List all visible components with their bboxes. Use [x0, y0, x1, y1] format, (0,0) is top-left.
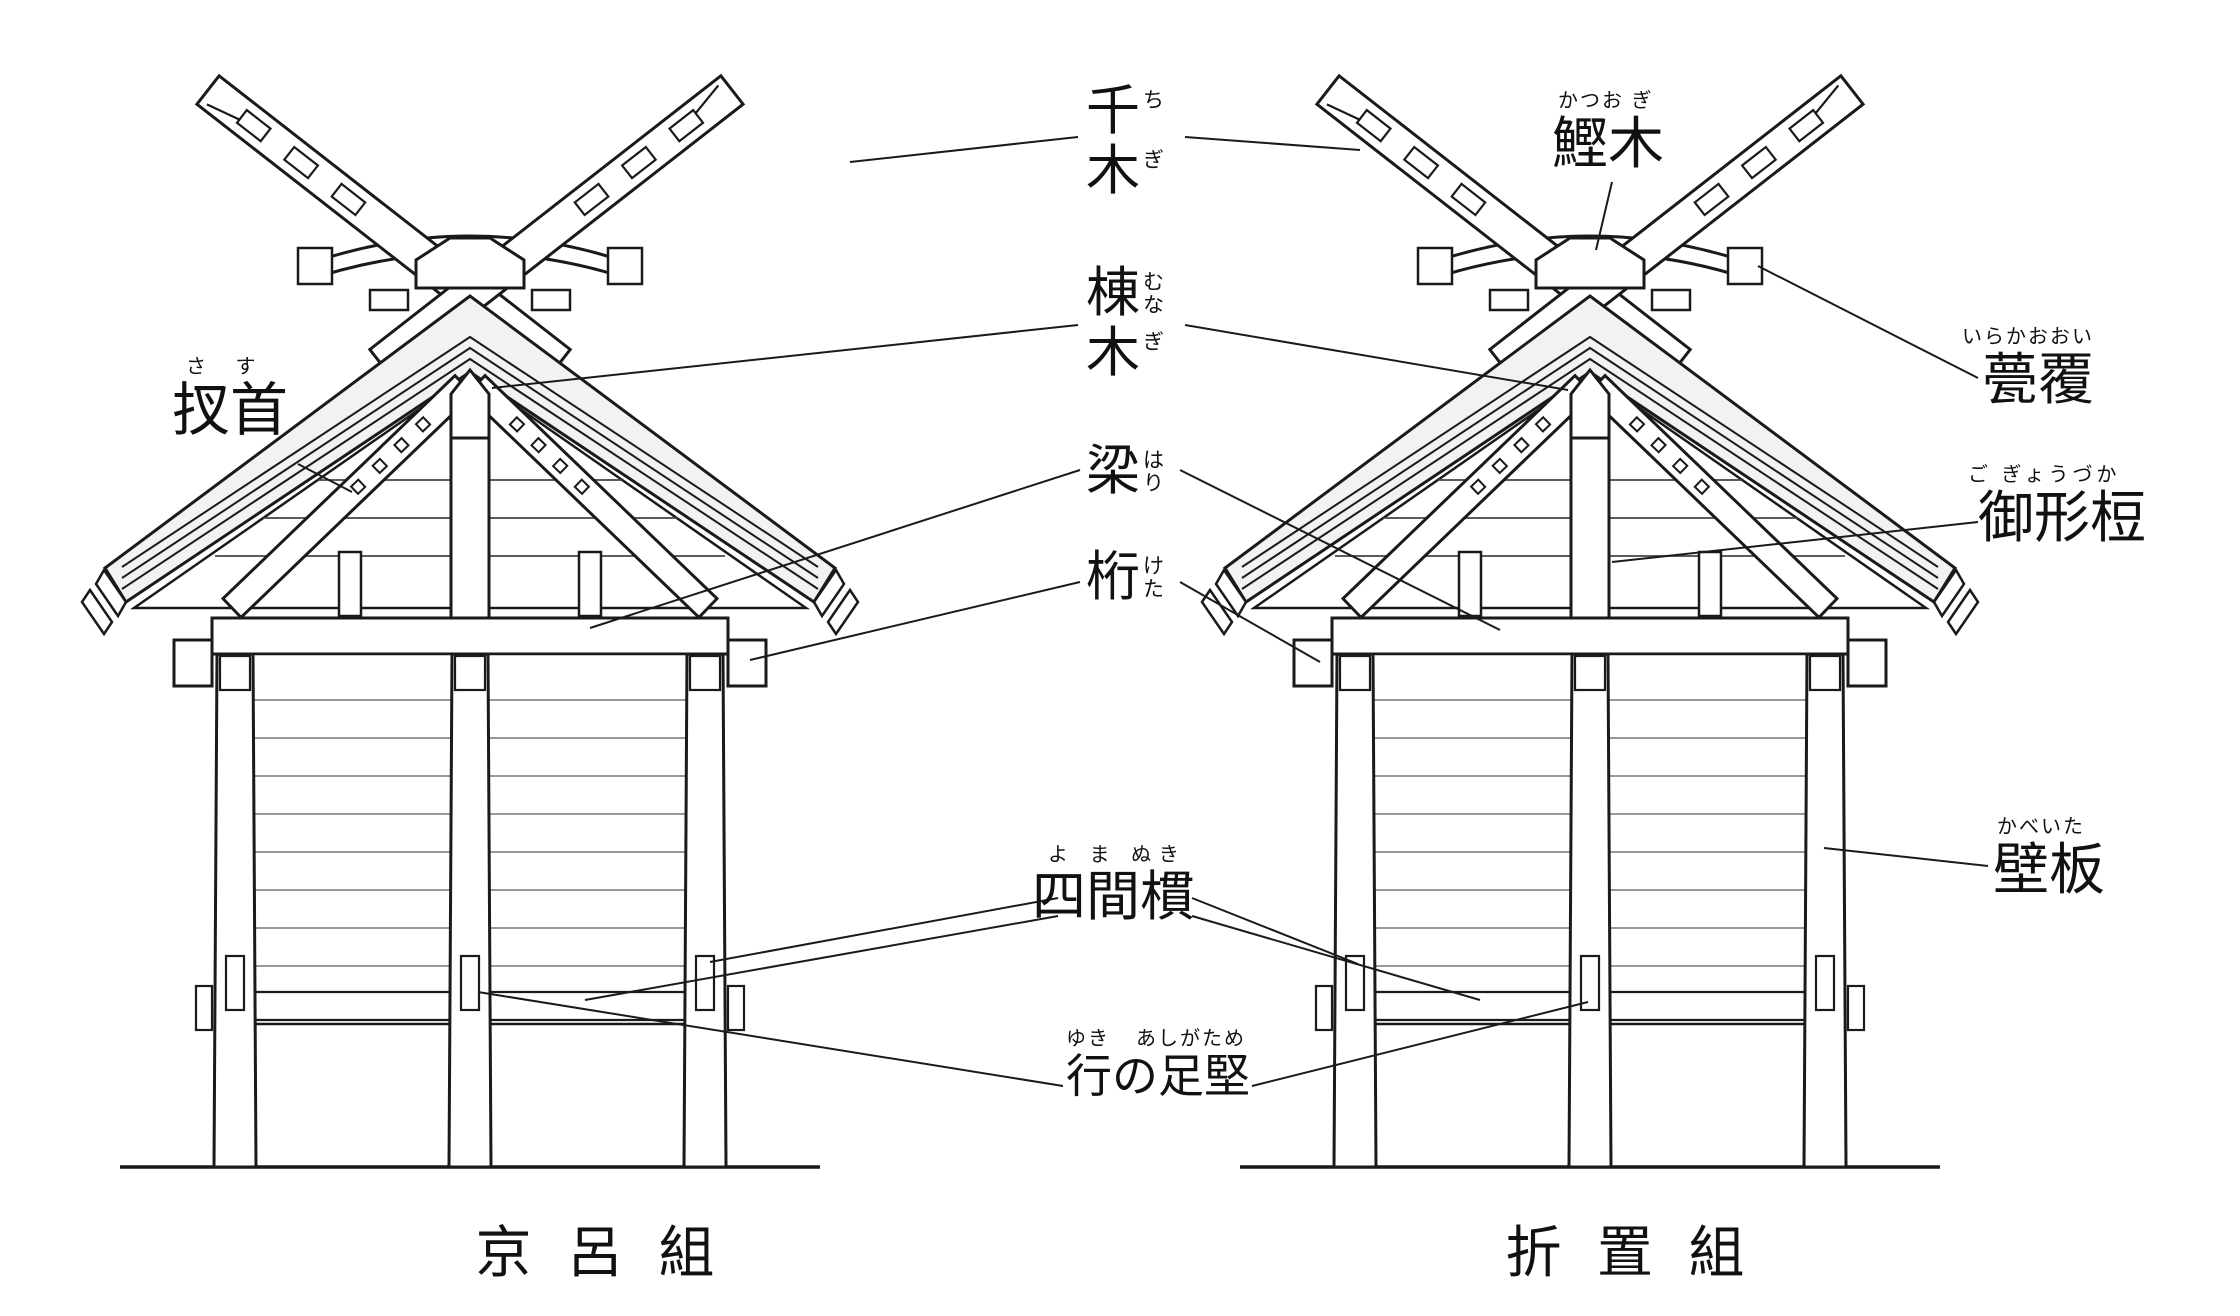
leader-line [1611, 521, 1979, 563]
leader-line [1191, 915, 1481, 1001]
label-ashigatame-furigana: あしがため [1136, 1028, 1246, 1050]
label-munagi: 棟むな 木ぎ [1086, 266, 1166, 380]
label-katsuogi-kanji: 鰹木 [1552, 112, 1664, 175]
label-irakaooi-kanji: 甍覆 [1982, 348, 2094, 411]
label-keta-kanji: 桁 [1086, 547, 1140, 607]
orikigumi-drawing [1200, 73, 1980, 1169]
label-keta-furigana: けた [1143, 555, 1164, 602]
label-yomanuki-furigana: よ ま ぬき [1048, 844, 1187, 866]
label-munagi-furigana-2: ぎ [1143, 331, 1164, 354]
label-hari-furigana: はり [1143, 449, 1164, 496]
label-gogyozuka-furigana: ご ぎょうづか [1968, 464, 2121, 486]
label-yuki-furigana: ゆき [1066, 1028, 1110, 1050]
label-kabeita-furigana: かべいた [1997, 816, 2085, 838]
label-sasu-kanji: 扠首 [172, 378, 289, 443]
leader-line [491, 324, 1079, 389]
leader-line [584, 915, 1059, 1001]
label-yuki-no-ashigatame-kanji: 行の足堅 [1066, 1050, 1250, 1102]
label-hari: 梁はり [1086, 444, 1166, 498]
label-chigi-furigana-1: ち [1143, 89, 1164, 112]
label-katsuogi: かつお ぎ 鰹木 [1552, 90, 1664, 176]
label-chigi-kanji-1: 千 [1086, 81, 1140, 141]
label-chigi-furigana-2: ぎ [1143, 149, 1164, 172]
leader-lines [297, 136, 1989, 1087]
leader-line [1179, 581, 1321, 663]
label-katsuogi-furigana: かつお ぎ [1558, 90, 1654, 112]
leader-line [1191, 897, 1359, 965]
leader-line [1595, 181, 1613, 251]
label-keta: 桁けた [1086, 550, 1166, 604]
leader-line [1184, 324, 1569, 391]
label-yuki-no-ashigatame: ゆき あしがため 行の足堅 [1066, 1028, 1250, 1103]
leader-line [1823, 847, 1989, 867]
label-munagi-kanji-1: 棟 [1086, 263, 1140, 323]
leader-line [1757, 265, 1979, 379]
leader-line [749, 581, 1081, 661]
leader-line [1179, 469, 1501, 631]
label-hari-kanji: 梁 [1086, 441, 1140, 501]
label-yomanuki-kanji: 四間樌 [1032, 867, 1194, 927]
label-kabeita-kanji: 壁板 [1993, 838, 2105, 901]
label-chigi: 千ち 木ぎ [1086, 84, 1166, 198]
leader-line [849, 136, 1079, 163]
label-yomanuki: よ ま ぬき 四間樌 [1032, 844, 1194, 928]
label-sasu-furigana: さ す [186, 356, 268, 378]
leader-line [1251, 1001, 1589, 1087]
label-munagi-furigana-1: むな [1143, 271, 1164, 318]
label-gogyozuka: ご ぎょうづか 御形梪 [1952, 464, 2146, 550]
leader-line [477, 991, 1064, 1087]
caption-orikigumi: 折 置 組 [1505, 1221, 1755, 1284]
label-irakaooi: いらかおおい 甍覆 [1952, 326, 2094, 412]
label-kabeita: かべいた 壁板 [1965, 816, 2105, 902]
leader-line [589, 469, 1081, 629]
leader-line [1184, 136, 1361, 151]
label-sasu: さ す 扠首 [172, 356, 288, 445]
label-gogyozuka-kanji: 御形梪 [1978, 486, 2146, 549]
label-irakaooi-furigana: いらかおおい [1962, 326, 2094, 348]
caption-kyorogumi: 京 呂 組 [475, 1221, 725, 1284]
label-chigi-kanji-2: 木 [1086, 141, 1140, 201]
leader-line [709, 897, 1059, 963]
kyorogumi-drawing [80, 73, 860, 1169]
leader-line [297, 463, 353, 493]
label-munagi-kanji-2: 木 [1086, 323, 1140, 383]
